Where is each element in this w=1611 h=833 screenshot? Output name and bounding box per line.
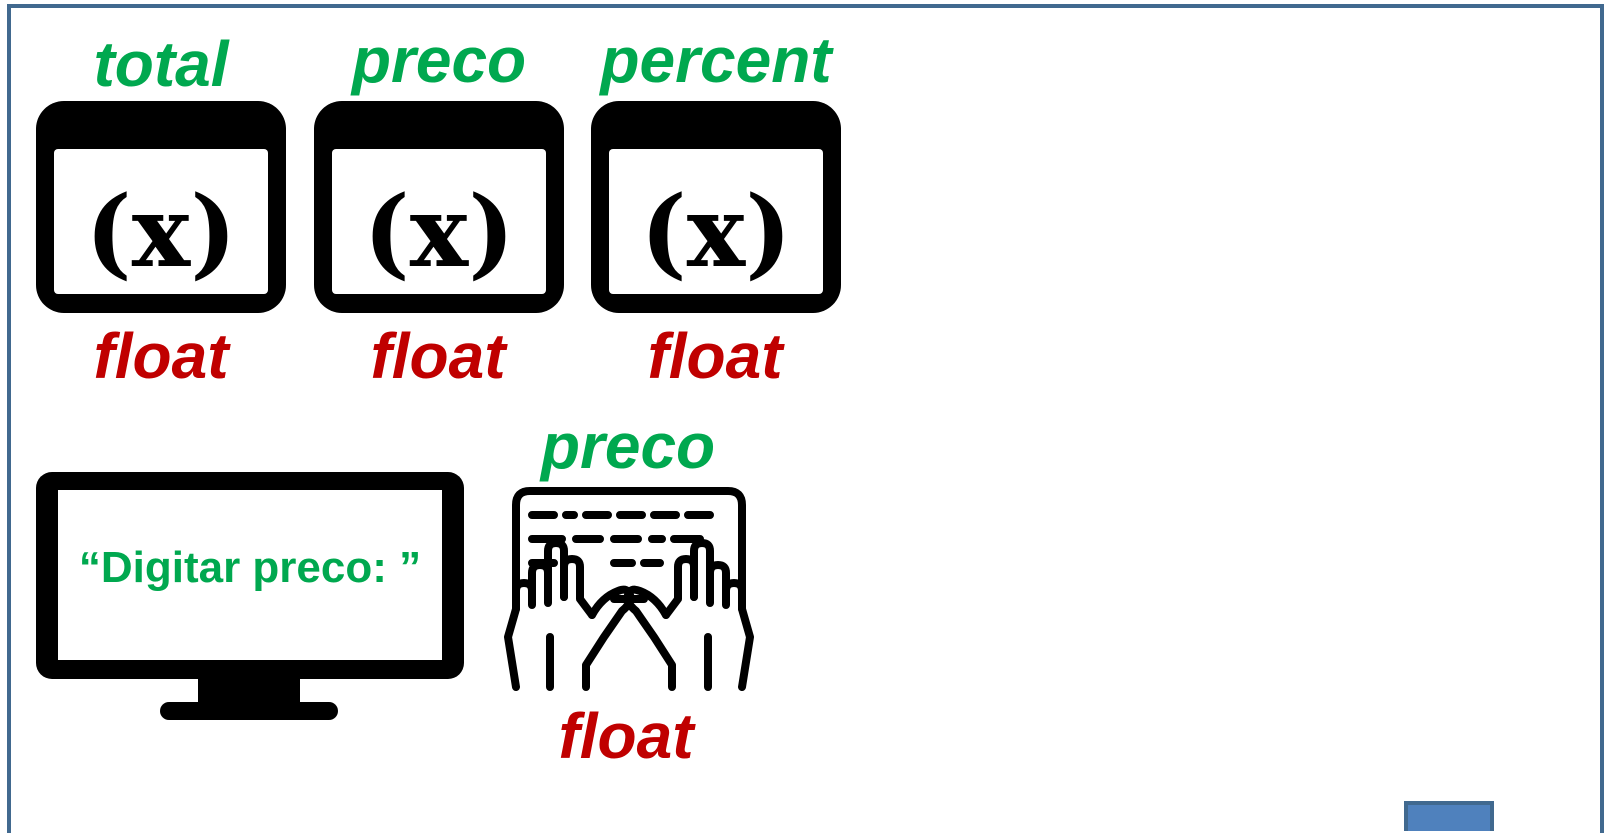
- corner-tab: [1404, 801, 1494, 831]
- slide-frame: [7, 4, 1604, 833]
- typing-hands-keyboard-icon: [504, 487, 754, 691]
- variable-symbol: (x): [640, 175, 791, 290]
- monitor-icon: [36, 472, 464, 720]
- variable-box-icon: (x): [591, 101, 841, 313]
- variable-type-total: float: [93, 320, 229, 392]
- variable-name-preco: preco: [351, 24, 527, 96]
- variable-name-total: total: [93, 28, 229, 100]
- variable-type-percent: float: [647, 320, 783, 392]
- variable-name-percent: percent: [600, 24, 832, 96]
- input-variable-name: preco: [540, 410, 716, 482]
- variable-box-icon: (x): [36, 101, 286, 313]
- monitor-output-text: “Digitar preco: ”: [78, 543, 422, 592]
- variable-type-preco: float: [370, 320, 506, 392]
- input-variable-type: float: [558, 700, 694, 772]
- variable-symbol: (x): [363, 175, 514, 290]
- variable-box-icon: (x): [314, 101, 564, 313]
- variable-symbol: (x): [85, 175, 236, 290]
